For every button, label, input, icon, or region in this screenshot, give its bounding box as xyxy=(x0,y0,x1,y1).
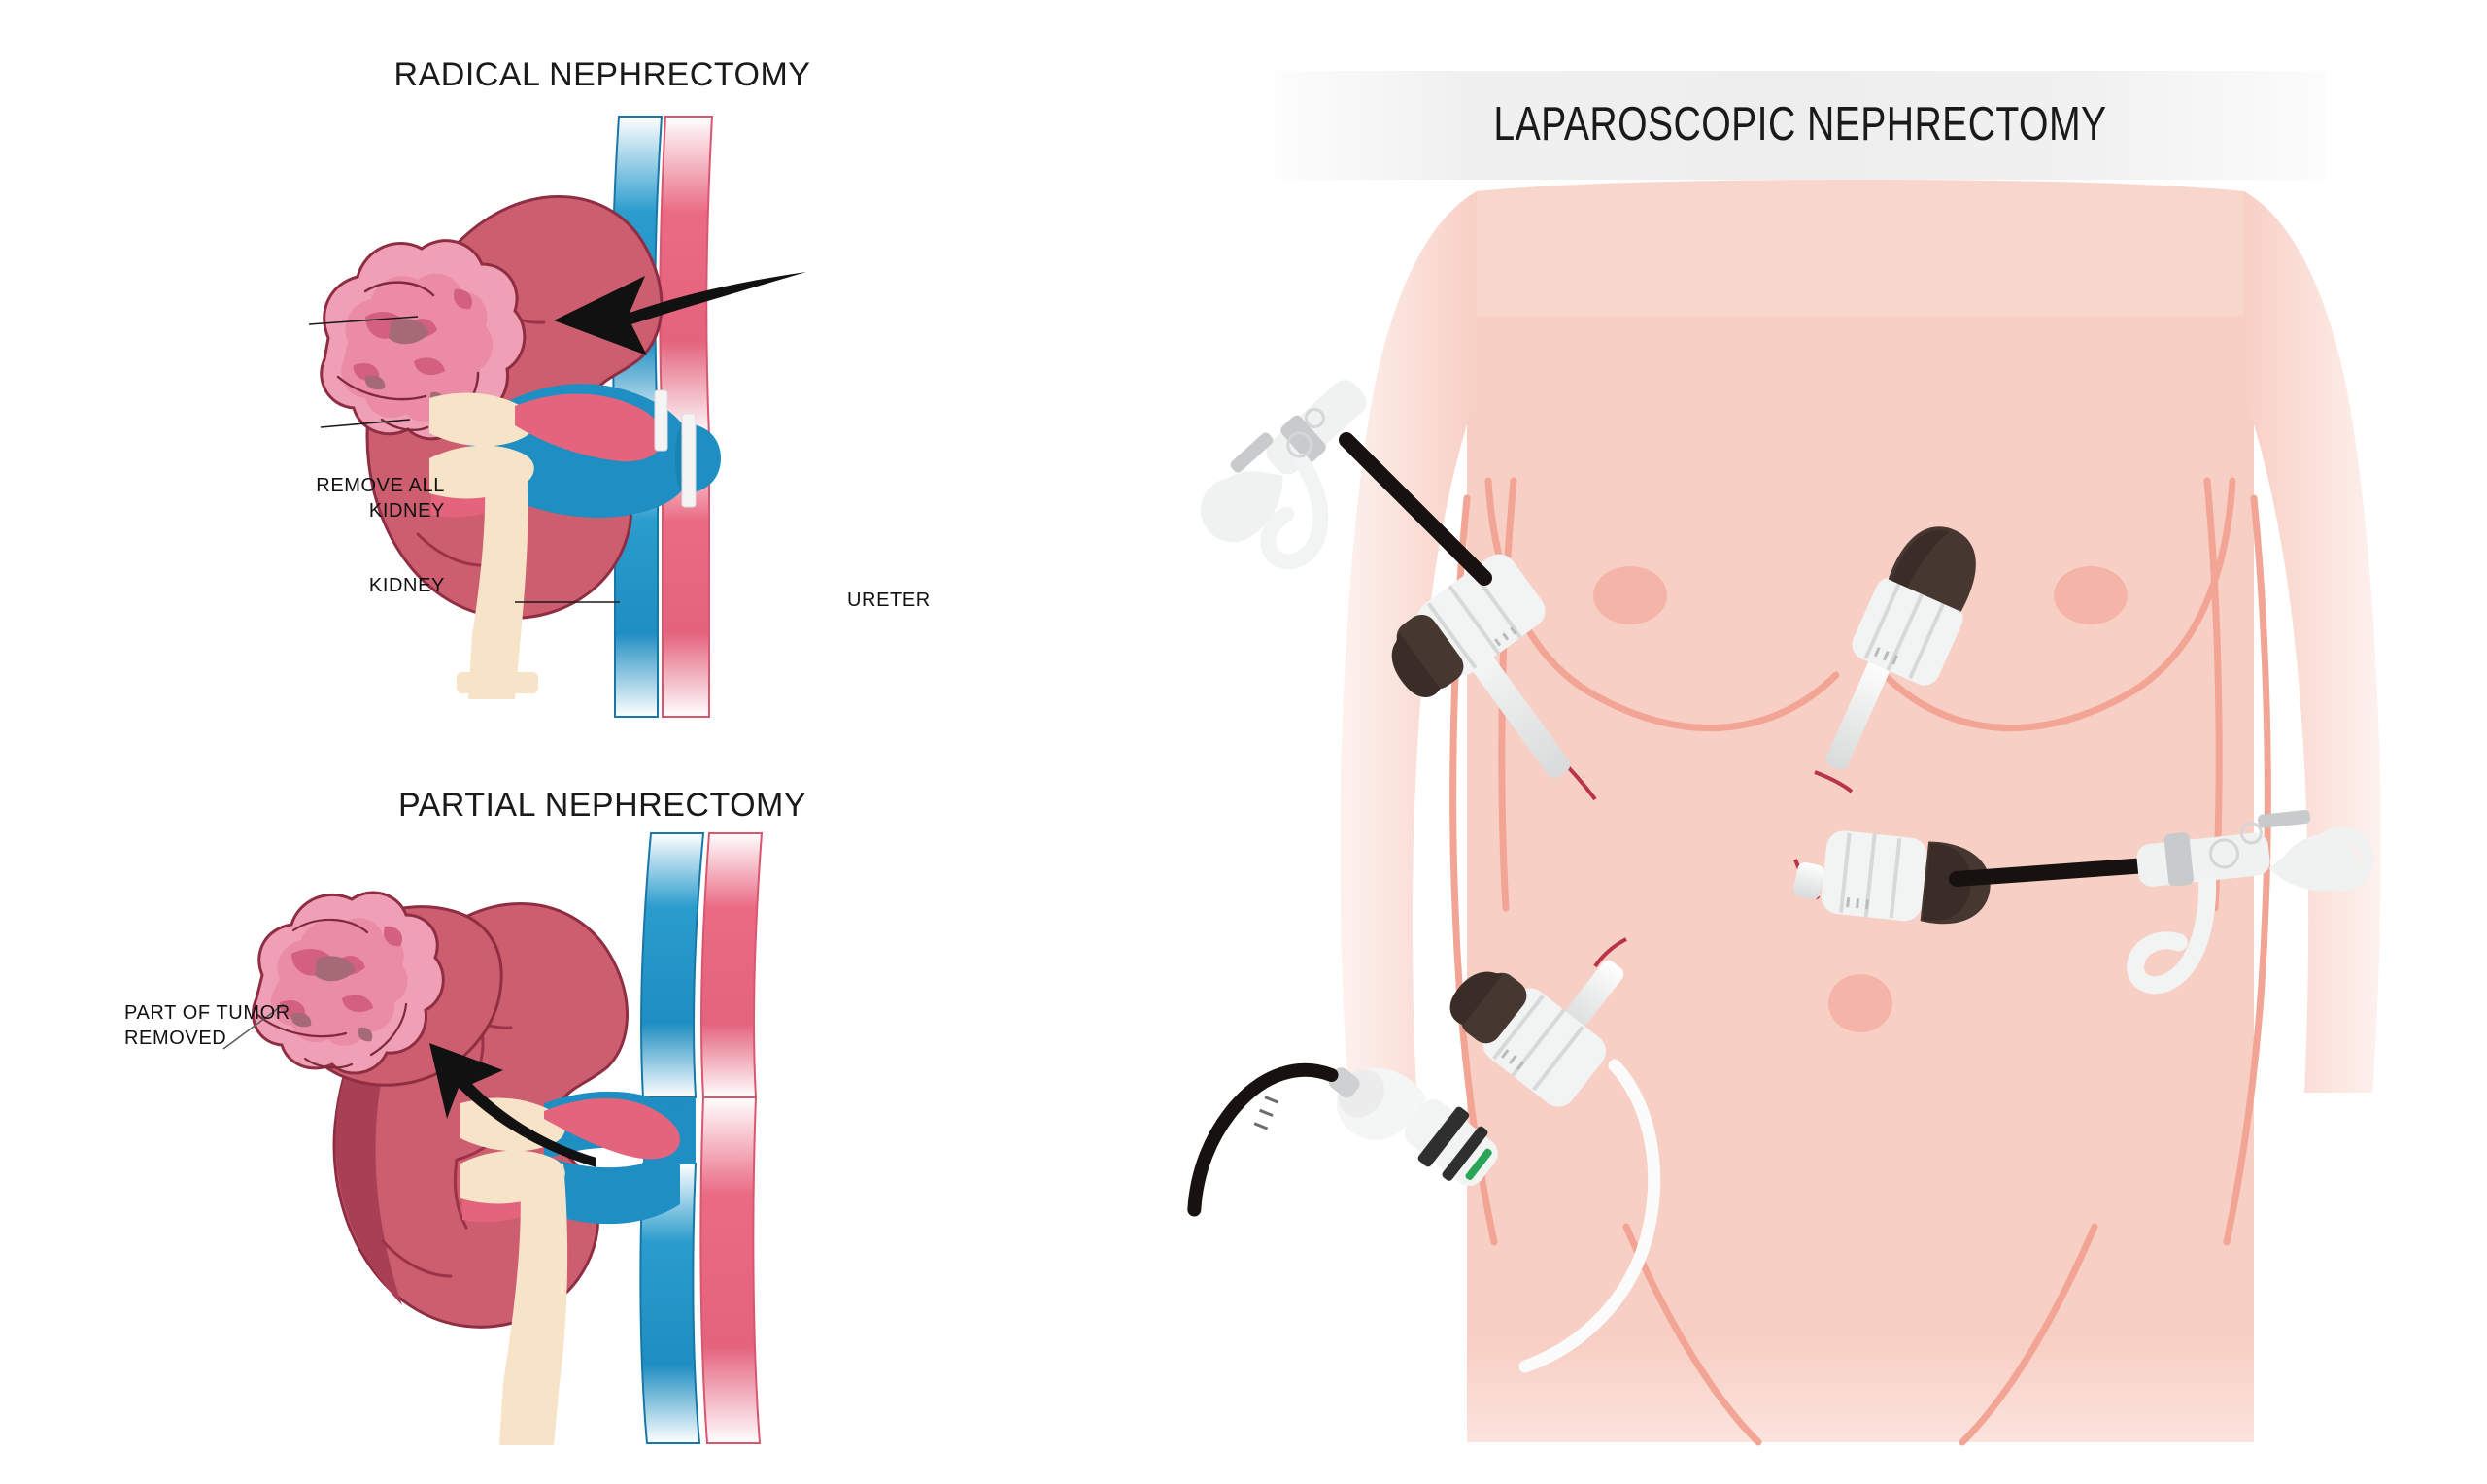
partial-removal-arrow xyxy=(429,1043,596,1167)
laparoscopic-torso-diagram xyxy=(1187,180,2381,1446)
label-remove-all-kidney-line2: KIDNEY xyxy=(368,500,445,522)
leader-lines-radical xyxy=(308,316,620,603)
instrument-grasper-ring-handle xyxy=(1201,380,1597,801)
laparoscopic-title-banner xyxy=(1275,71,2326,180)
partial-nephrectomy-title: PARTIAL NEPHRECTOMY xyxy=(397,787,807,824)
radical-nephrectomy-diagram xyxy=(308,116,806,718)
radical-nephrectomy-title: RADICAL NEPHRECTOMY xyxy=(393,56,811,93)
anatomical-marks xyxy=(1593,566,2128,1032)
label-part-of-tumor-removed: PART OF TUMOR REMOVED xyxy=(124,1000,367,1051)
label-part-of-tumor-removed-line2: REMOVED xyxy=(124,1028,227,1049)
leader-line-part-of-tumor xyxy=(222,1003,285,1050)
label-remove-all-kidney: REMOVE ALL KIDNEY xyxy=(270,473,445,523)
label-part-of-tumor-removed-line1: PART OF TUMOR xyxy=(124,1002,290,1024)
laparoscopic-nephrectomy-title: LAPAROSCOPIC NEPHRECTOMY xyxy=(1493,98,2107,151)
instrument-endoscope-camera xyxy=(1187,937,1661,1373)
label-remove-all-kidney-line1: REMOVE ALL xyxy=(316,475,445,496)
patient-torso xyxy=(1340,180,2381,1442)
surgical-clip xyxy=(654,389,697,508)
label-kidney: KIDNEY xyxy=(368,575,445,596)
great-vessels-partial xyxy=(639,832,764,1444)
excised-tumor-specimen xyxy=(251,891,503,1087)
renal-hilum-radical xyxy=(429,384,721,699)
radical-removal-arrow xyxy=(554,272,806,355)
instrument-grasper-pistol-handle xyxy=(1793,810,2374,995)
instrument-trocar-port xyxy=(1814,526,1976,793)
partial-nephrectomy-diagram xyxy=(222,832,764,1445)
label-ureter: URETER xyxy=(847,590,931,611)
